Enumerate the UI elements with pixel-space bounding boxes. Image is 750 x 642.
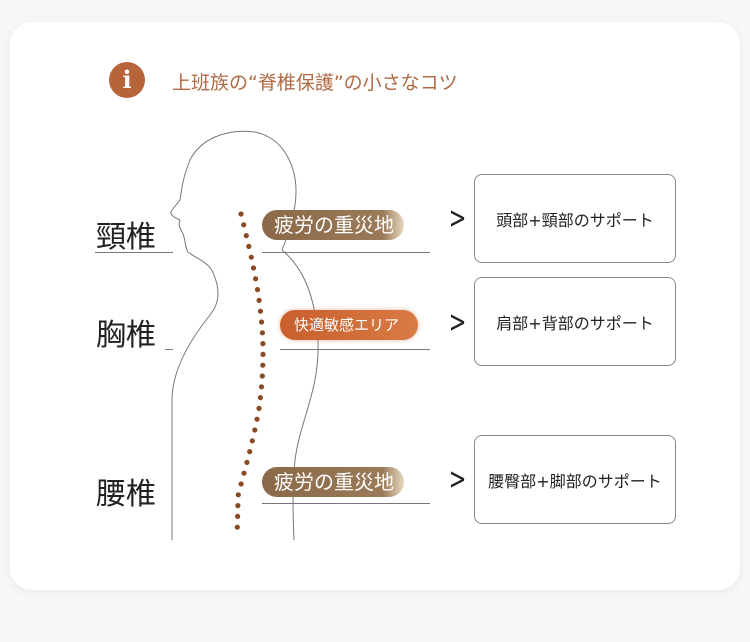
spine-dot — [260, 351, 266, 357]
divider — [262, 503, 430, 504]
spine-dot — [259, 330, 265, 336]
spine-dot — [254, 416, 260, 422]
spine-dot — [238, 481, 244, 487]
spine-dot — [250, 265, 257, 271]
spine-dot — [238, 211, 244, 217]
spine-dot — [258, 384, 265, 390]
divider — [165, 349, 173, 350]
spine-dot — [256, 297, 262, 303]
spine-dot — [260, 362, 266, 368]
spine-dot — [246, 243, 252, 249]
chevron-right-icon: > — [448, 305, 467, 340]
divider — [95, 252, 173, 253]
body-outline — [170, 130, 297, 540]
divider — [280, 349, 430, 350]
spine-dot — [241, 222, 247, 228]
support-box: 肩部+背部のサポート — [474, 277, 676, 366]
info-icon: i — [109, 62, 145, 98]
label-thoracic: 胸椎 — [96, 318, 156, 353]
tag-pill: 疲労の重災地 — [262, 210, 404, 240]
spine-dot — [235, 492, 241, 498]
spine-dot — [252, 427, 258, 433]
spine-dot — [257, 395, 263, 401]
spine-dot — [256, 405, 262, 411]
support-box: 頭部+頸部のサポート — [474, 174, 676, 263]
spine-dot — [259, 373, 265, 379]
spine-dot — [253, 276, 259, 282]
divider — [262, 252, 430, 253]
spine-dot — [244, 459, 250, 465]
spine-dot — [235, 503, 241, 509]
spine-dot — [247, 449, 253, 455]
spine-dots — [234, 211, 266, 530]
spine-dot — [241, 470, 247, 476]
spine-dot — [260, 341, 266, 347]
spine-dot — [234, 524, 240, 530]
label-cervical: 頸椎 — [96, 220, 156, 255]
spine-dot — [257, 308, 264, 314]
support-box: 腰臀部+脚部のサポート — [474, 435, 676, 524]
label-lumbar: 腰椎 — [96, 477, 156, 512]
chevron-right-icon: > — [448, 462, 467, 497]
card-title: 上班族の“脊椎保護”の小さなコツ — [172, 72, 458, 94]
spine-dot — [248, 254, 254, 260]
spine-dot — [259, 319, 265, 325]
spine-dot — [243, 233, 249, 239]
support-text: 腰臀部+脚部のサポート — [488, 471, 662, 491]
tag-pill: 快適敏感エリア — [280, 310, 418, 340]
spine-dot — [235, 513, 241, 520]
support-text: 肩部+背部のサポート — [496, 313, 654, 333]
tag-pill: 疲労の重災地 — [262, 467, 404, 497]
spine-dot — [249, 438, 255, 444]
support-text: 頭部+頸部のサポート — [496, 210, 654, 230]
chevron-right-icon: > — [448, 201, 467, 236]
spine-dot — [254, 287, 261, 293]
